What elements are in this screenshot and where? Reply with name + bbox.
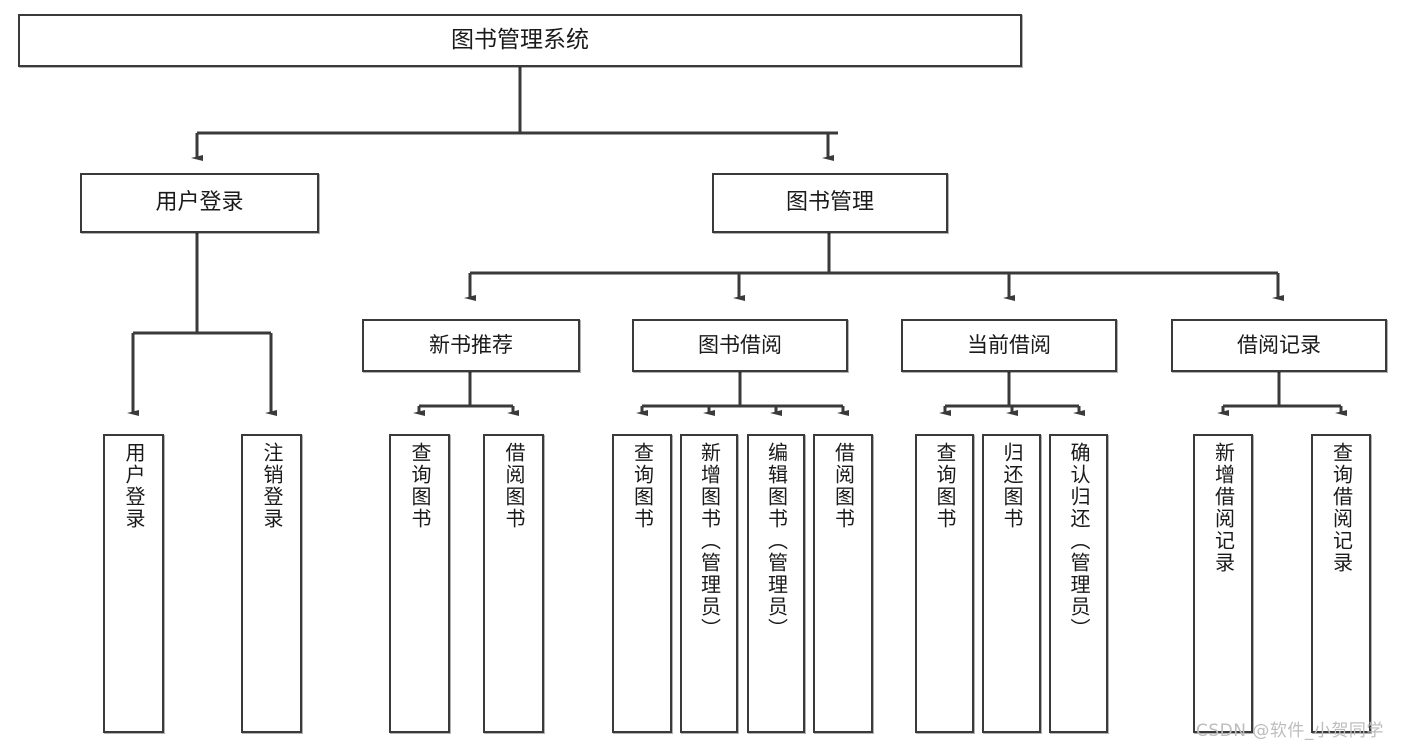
node-label: 查询图书 bbox=[408, 442, 432, 530]
leaf-book-borrow-borrow-book[interactable]: 借阅图书 bbox=[813, 434, 873, 733]
node-borrow-record[interactable]: 借阅记录 bbox=[1171, 319, 1387, 372]
node-label: 图书借阅 bbox=[698, 333, 782, 358]
node-label: 查询借阅记录 bbox=[1329, 442, 1354, 574]
node-label: 编辑图书（管理员） bbox=[764, 442, 789, 640]
node-label: 当前借阅 bbox=[967, 333, 1051, 358]
node-label: 借阅图书 bbox=[831, 442, 856, 530]
node-label: 查询图书 bbox=[630, 442, 655, 530]
node-label: 归还图书 bbox=[1000, 442, 1024, 530]
node-label: 新增借阅记录 bbox=[1211, 442, 1236, 574]
node-label: 借阅记录 bbox=[1237, 333, 1321, 358]
node-label: 确认归还（管理员） bbox=[1067, 442, 1091, 640]
node-label: 新增图书（管理员） bbox=[697, 442, 722, 640]
leaf-user-login-login[interactable]: 用户登录 bbox=[103, 434, 164, 733]
node-label: 用户登录 bbox=[122, 442, 146, 530]
leaf-book-borrow-edit-book-admin[interactable]: 编辑图书（管理员） bbox=[747, 434, 805, 733]
node-root-system[interactable]: 图书管理系统 bbox=[18, 14, 1022, 67]
leaf-new-book-query-book[interactable]: 查询图书 bbox=[389, 434, 450, 733]
leaf-new-book-borrow-book[interactable]: 借阅图书 bbox=[483, 434, 544, 733]
leaf-current-borrow-confirm-return-admin[interactable]: 确认归还（管理员） bbox=[1049, 434, 1108, 733]
watermark-text: CSDN @软件_小贺同学 bbox=[1196, 721, 1384, 741]
csdn-watermark: CSDN @软件_小贺同学 bbox=[1196, 716, 1384, 741]
node-label: 查询图书 bbox=[933, 442, 957, 530]
node-new-book-recommend[interactable]: 新书推荐 bbox=[362, 319, 580, 372]
leaf-current-borrow-query-book[interactable]: 查询图书 bbox=[915, 434, 974, 733]
node-label: 图书管理系统 bbox=[451, 26, 589, 53]
leaf-current-borrow-return-book[interactable]: 归还图书 bbox=[982, 434, 1041, 733]
leaf-borrow-record-query-record[interactable]: 查询借阅记录 bbox=[1311, 434, 1371, 733]
leaf-borrow-record-add-record[interactable]: 新增借阅记录 bbox=[1193, 434, 1253, 733]
node-label: 用户登录 bbox=[155, 190, 244, 216]
node-label: 注销登录 bbox=[260, 442, 284, 530]
node-book-borrow[interactable]: 图书借阅 bbox=[632, 319, 848, 372]
leaf-book-borrow-query-book[interactable]: 查询图书 bbox=[612, 434, 672, 733]
node-book-management[interactable]: 图书管理 bbox=[712, 173, 948, 233]
node-label: 借阅图书 bbox=[502, 442, 526, 530]
node-label: 图书管理 bbox=[785, 190, 874, 216]
node-current-borrow[interactable]: 当前借阅 bbox=[901, 319, 1117, 372]
leaf-user-login-logout[interactable]: 注销登录 bbox=[241, 434, 302, 733]
leaf-book-borrow-add-book-admin[interactable]: 新增图书（管理员） bbox=[680, 434, 738, 733]
node-label: 新书推荐 bbox=[429, 333, 513, 358]
node-user-login[interactable]: 用户登录 bbox=[80, 173, 319, 233]
